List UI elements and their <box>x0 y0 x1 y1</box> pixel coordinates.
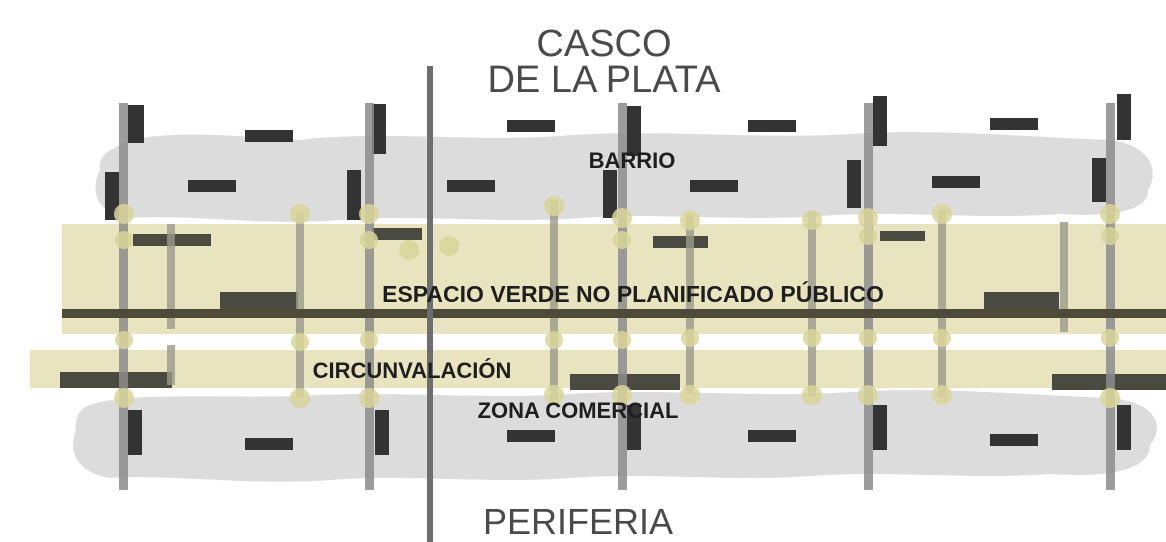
main-road <box>62 309 1166 318</box>
periferia-label: PERIFERIA <box>483 501 673 542</box>
casco-label-line2: DE LA PLATA <box>487 59 721 101</box>
espacio-verde-label: ESPACIO VERDE NO PLANIFICADO PÚBLICO <box>382 280 884 307</box>
building-blocks-lower <box>128 405 1131 455</box>
zona-comercial-label: ZONA COMERCIAL <box>478 398 679 423</box>
minor-posts <box>167 200 1068 400</box>
nodes <box>114 196 1120 408</box>
vertical-posts <box>119 103 1115 490</box>
building-blocks-upper <box>105 94 1131 220</box>
casco-label-line1: CASCO <box>536 23 671 65</box>
circunvalacion-label: CIRCUNVALACIÓN <box>313 358 512 383</box>
barrio-label: BARRIO <box>589 148 676 173</box>
central-axis <box>427 66 433 542</box>
